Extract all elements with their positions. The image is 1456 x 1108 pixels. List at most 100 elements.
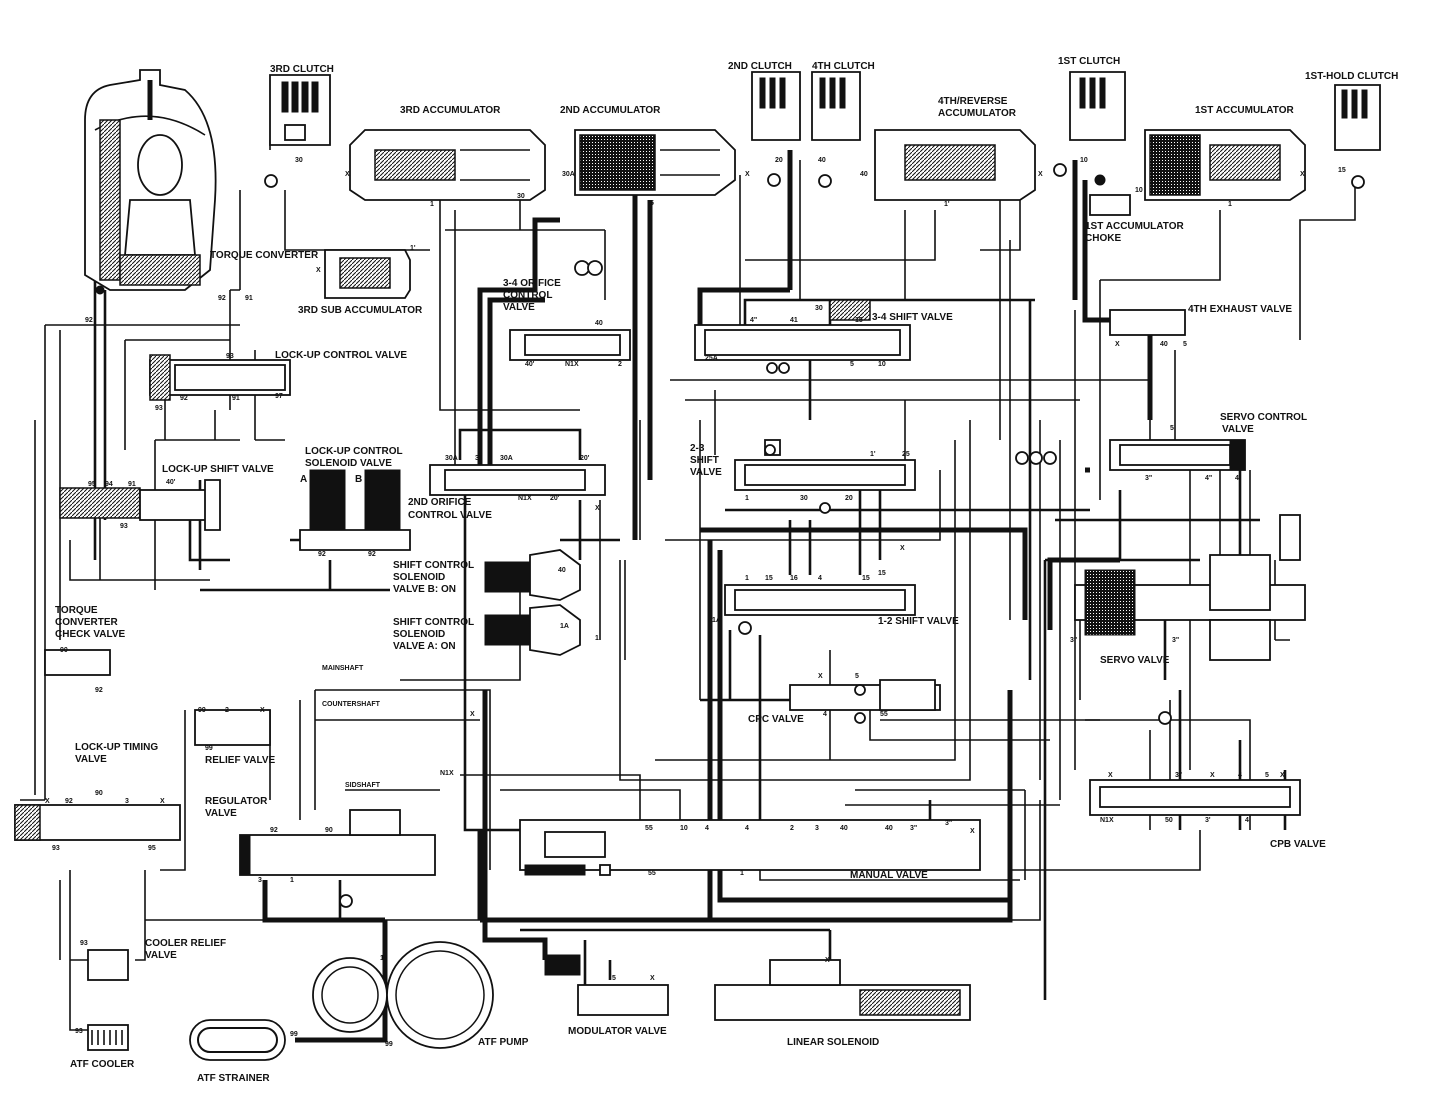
port-label: 3" (1175, 772, 1182, 779)
atf-pump-body (312, 941, 494, 1049)
port-label: X (825, 957, 830, 964)
port-label: 15 (878, 570, 886, 577)
port-label: 92 (85, 317, 93, 324)
port-label: X (316, 267, 321, 274)
port-label: 15 (1338, 167, 1346, 174)
port-label: 1 (380, 955, 384, 962)
sidshaft-label: SIDSHAFT (345, 782, 381, 789)
solenoid-a-label: A (300, 474, 307, 485)
port-label: 1 (290, 877, 294, 884)
port-label: 97 (275, 393, 283, 400)
shift-solenoid-b-label-1: SHIFT CONTROL (393, 560, 474, 571)
port-label: 4 (823, 711, 827, 718)
tc-check-label-1: TORQUE (55, 605, 98, 616)
port-label: 40' (166, 479, 176, 486)
port-label: X (160, 798, 165, 805)
fourth-reverse-accumulator-label-1: 4TH/REVERSE (938, 96, 1008, 107)
regulator-label-1: REGULATOR (205, 796, 268, 807)
mainshaft-label: MAINSHAFT (322, 665, 364, 672)
port-label: 1 (595, 635, 599, 642)
port-label: 3 (815, 825, 819, 832)
port-label: 99 (290, 1031, 298, 1038)
modulator-valve-body (544, 954, 669, 1016)
modulator-valve-label: MODULATOR VALVE (568, 1026, 667, 1037)
port-label: X (818, 673, 823, 680)
servo-control-valve-body (1109, 439, 1246, 471)
second-accumulator-label: 2ND ACCUMULATOR (560, 105, 661, 116)
port-label: 3" (1145, 475, 1152, 482)
first-accumulator-choke (1089, 174, 1131, 216)
lockup-control-solenoid-body (299, 469, 411, 551)
port-label: 90 (325, 827, 333, 834)
cpb-valve-label: CPB VALVE (1270, 839, 1326, 850)
third-accumulator (349, 129, 546, 201)
port-label: X (45, 798, 50, 805)
port-label: 4 (705, 825, 709, 832)
second-clutch (751, 71, 801, 187)
first-clutch (1053, 71, 1126, 177)
shift-12-valve-body (724, 584, 916, 616)
port-label: 93 (155, 405, 163, 412)
port-label: 30A (500, 455, 513, 462)
port-label: 4 (745, 825, 749, 832)
port-label: 20' (550, 495, 560, 502)
first-hold-clutch-label: 1ST-HOLD CLUTCH (1305, 71, 1398, 82)
relief-valve-body (194, 709, 271, 746)
orifice-34-label-1: 3-4 ORIFICE (503, 278, 561, 289)
port-label: X (900, 545, 905, 552)
third-accumulator-label: 3RD ACCUMULATOR (400, 105, 501, 116)
second-orifice-label-1: 2ND ORIFICE (408, 497, 472, 508)
servo-control-label-2: VALVE (1222, 424, 1254, 435)
port-label: 99 (205, 745, 213, 752)
first-accumulator-choke-label-2: CHOKE (1085, 233, 1121, 244)
port-label: 99 (385, 1041, 393, 1048)
shift-solenoid-b-label-3: VALVE B: ON (393, 584, 456, 595)
port-label: 40 (860, 171, 868, 178)
port-label: 2 (618, 361, 622, 368)
port-label: 92 (270, 827, 278, 834)
shift-solenoid-a-label-2: SOLENOID (393, 629, 445, 640)
fourth-exhaust-valve-body (1109, 309, 1186, 336)
port-label: 40 (595, 320, 603, 327)
port-label: 20' (580, 455, 590, 462)
port-label: 91 (128, 481, 136, 488)
port-label: 20 (845, 495, 853, 502)
port-label: 92 (368, 551, 376, 558)
port-label: 93 (75, 1028, 83, 1035)
orifice-34-control-valve-body (509, 260, 631, 361)
first-clutch-label: 1ST CLUTCH (1058, 56, 1120, 67)
port-label: 16 (790, 575, 798, 582)
port-label: X (1210, 772, 1215, 779)
port-label: 5 (1265, 772, 1269, 779)
lockup-timing-label-2: VALVE (75, 754, 107, 765)
port-label: 15 (765, 575, 773, 582)
first-accumulator-label: 1ST ACCUMULATOR (1195, 105, 1294, 116)
port-label: X (970, 828, 975, 835)
port-label: 30 (815, 305, 823, 312)
port-label: 5 (1183, 341, 1187, 348)
port-label: 40 (558, 567, 566, 574)
component-labels: TORQUE CONVERTER 3RD CLUTCH 3RD ACCUMULA… (55, 56, 1398, 1084)
lockup-timing-valve-body (14, 804, 181, 841)
fourth-reverse-accumulator (874, 129, 1036, 201)
port-label: 3" (945, 820, 952, 827)
port-label: 4 (1235, 475, 1239, 482)
shift-34-label: 3-4 SHIFT VALVE (872, 312, 953, 323)
first-hold-clutch (1334, 84, 1381, 189)
third-sub-accumulator-label: 3RD SUB ACCUMULATOR (298, 305, 423, 316)
port-label: 55 (648, 870, 656, 877)
relief-valve-label: RELIEF VALVE (205, 755, 276, 766)
port-label: 95 (88, 481, 96, 488)
port-label: 1' (944, 201, 950, 208)
port-label: 41 (790, 317, 798, 324)
torque-converter-check-valve-body (44, 649, 111, 676)
fourth-clutch (811, 71, 861, 188)
fourth-reverse-accumulator-label-2: ACCUMULATOR (938, 108, 1017, 119)
port-numbers: 30 X 30 1 30A 5 X 20 40 40 1' X 10 10 1 … (45, 157, 1346, 1048)
servo-valve-label: SERVO VALVE (1100, 655, 1170, 666)
regulator-valve-body (239, 809, 436, 908)
port-label: 95 (148, 845, 156, 852)
fourth-clutch-label: 4TH CLUTCH (812, 61, 875, 72)
port-label: 30 (295, 157, 303, 164)
